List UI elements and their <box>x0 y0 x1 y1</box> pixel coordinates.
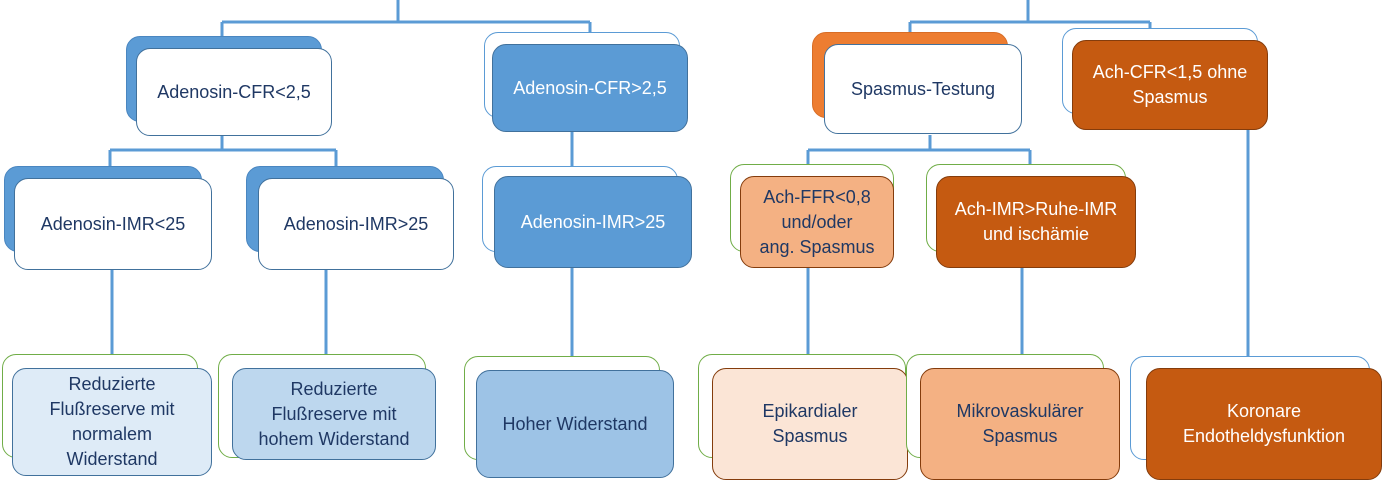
node-adenosin-imr-gt-left: Adenosin-IMR>25 <box>258 178 454 270</box>
connector-root-right <box>908 0 1152 36</box>
node-reduzierte-normal: Reduzierte Flußreserve mit normalem Wide… <box>12 368 212 476</box>
node-hoher-widerstand: Hoher Widerstand <box>476 370 674 478</box>
node-adenosin-cfr-lt: Adenosin-CFR<2,5 <box>136 48 332 136</box>
node-epikardialer: Epikardialer Spasmus <box>712 368 908 480</box>
node-label: Spasmus-Testung <box>850 78 996 99</box>
node-label: Koronare Endotheldysfunktion <box>1182 401 1346 446</box>
node-ach-cfr: Ach-CFR<1,5 ohne Spasmus <box>1072 40 1268 130</box>
connector-spasmus-children <box>806 135 1032 172</box>
node-adenosin-imr-gt-mid: Adenosin-IMR>25 <box>494 176 692 268</box>
connector-root-left <box>220 0 592 40</box>
node-ach-imr: Ach-IMR>Ruhe-IMR und ischämie <box>936 176 1136 268</box>
node-label: Ach-CFR<1,5 ohne Spasmus <box>1092 62 1248 107</box>
node-reduzierte-hoch: Reduzierte Flußreserve mit hohem Widerst… <box>232 368 436 460</box>
node-label: Mikrovaskulärer Spasmus <box>956 401 1084 446</box>
node-label: Reduzierte Flußreserve mit normalem Wide… <box>49 374 175 469</box>
node-label: Ach-IMR>Ruhe-IMR und ischämie <box>954 199 1118 244</box>
node-label: Hoher Widerstand <box>502 413 648 434</box>
node-label: Adenosin-IMR<25 <box>40 213 186 234</box>
connector-cfr-lt-children <box>108 135 338 170</box>
node-koronare: Koronare Endotheldysfunktion <box>1146 368 1382 480</box>
node-label: Epikardialer Spasmus <box>762 401 858 446</box>
node-ach-ffr: Ach-FFR<0,8 und/oder ang. Spasmus <box>740 176 894 268</box>
node-label: Ach-FFR<0,8 und/oder ang. Spasmus <box>759 186 875 257</box>
node-mikrovaskulaerer: Mikrovaskulärer Spasmus <box>920 368 1120 480</box>
node-label: Reduzierte Flußreserve mit hohem Widerst… <box>258 378 410 449</box>
node-label: Adenosin-CFR>2,5 <box>513 77 667 98</box>
node-spasmus-testung: Spasmus-Testung <box>824 44 1022 134</box>
node-adenosin-imr-lt-left: Adenosin-IMR<25 <box>14 178 212 270</box>
node-label: Adenosin-IMR>25 <box>520 211 666 232</box>
node-label: Adenosin-CFR<2,5 <box>157 81 311 102</box>
node-adenosin-cfr-gt: Adenosin-CFR>2,5 <box>492 44 688 132</box>
node-label: Adenosin-IMR>25 <box>283 213 429 234</box>
